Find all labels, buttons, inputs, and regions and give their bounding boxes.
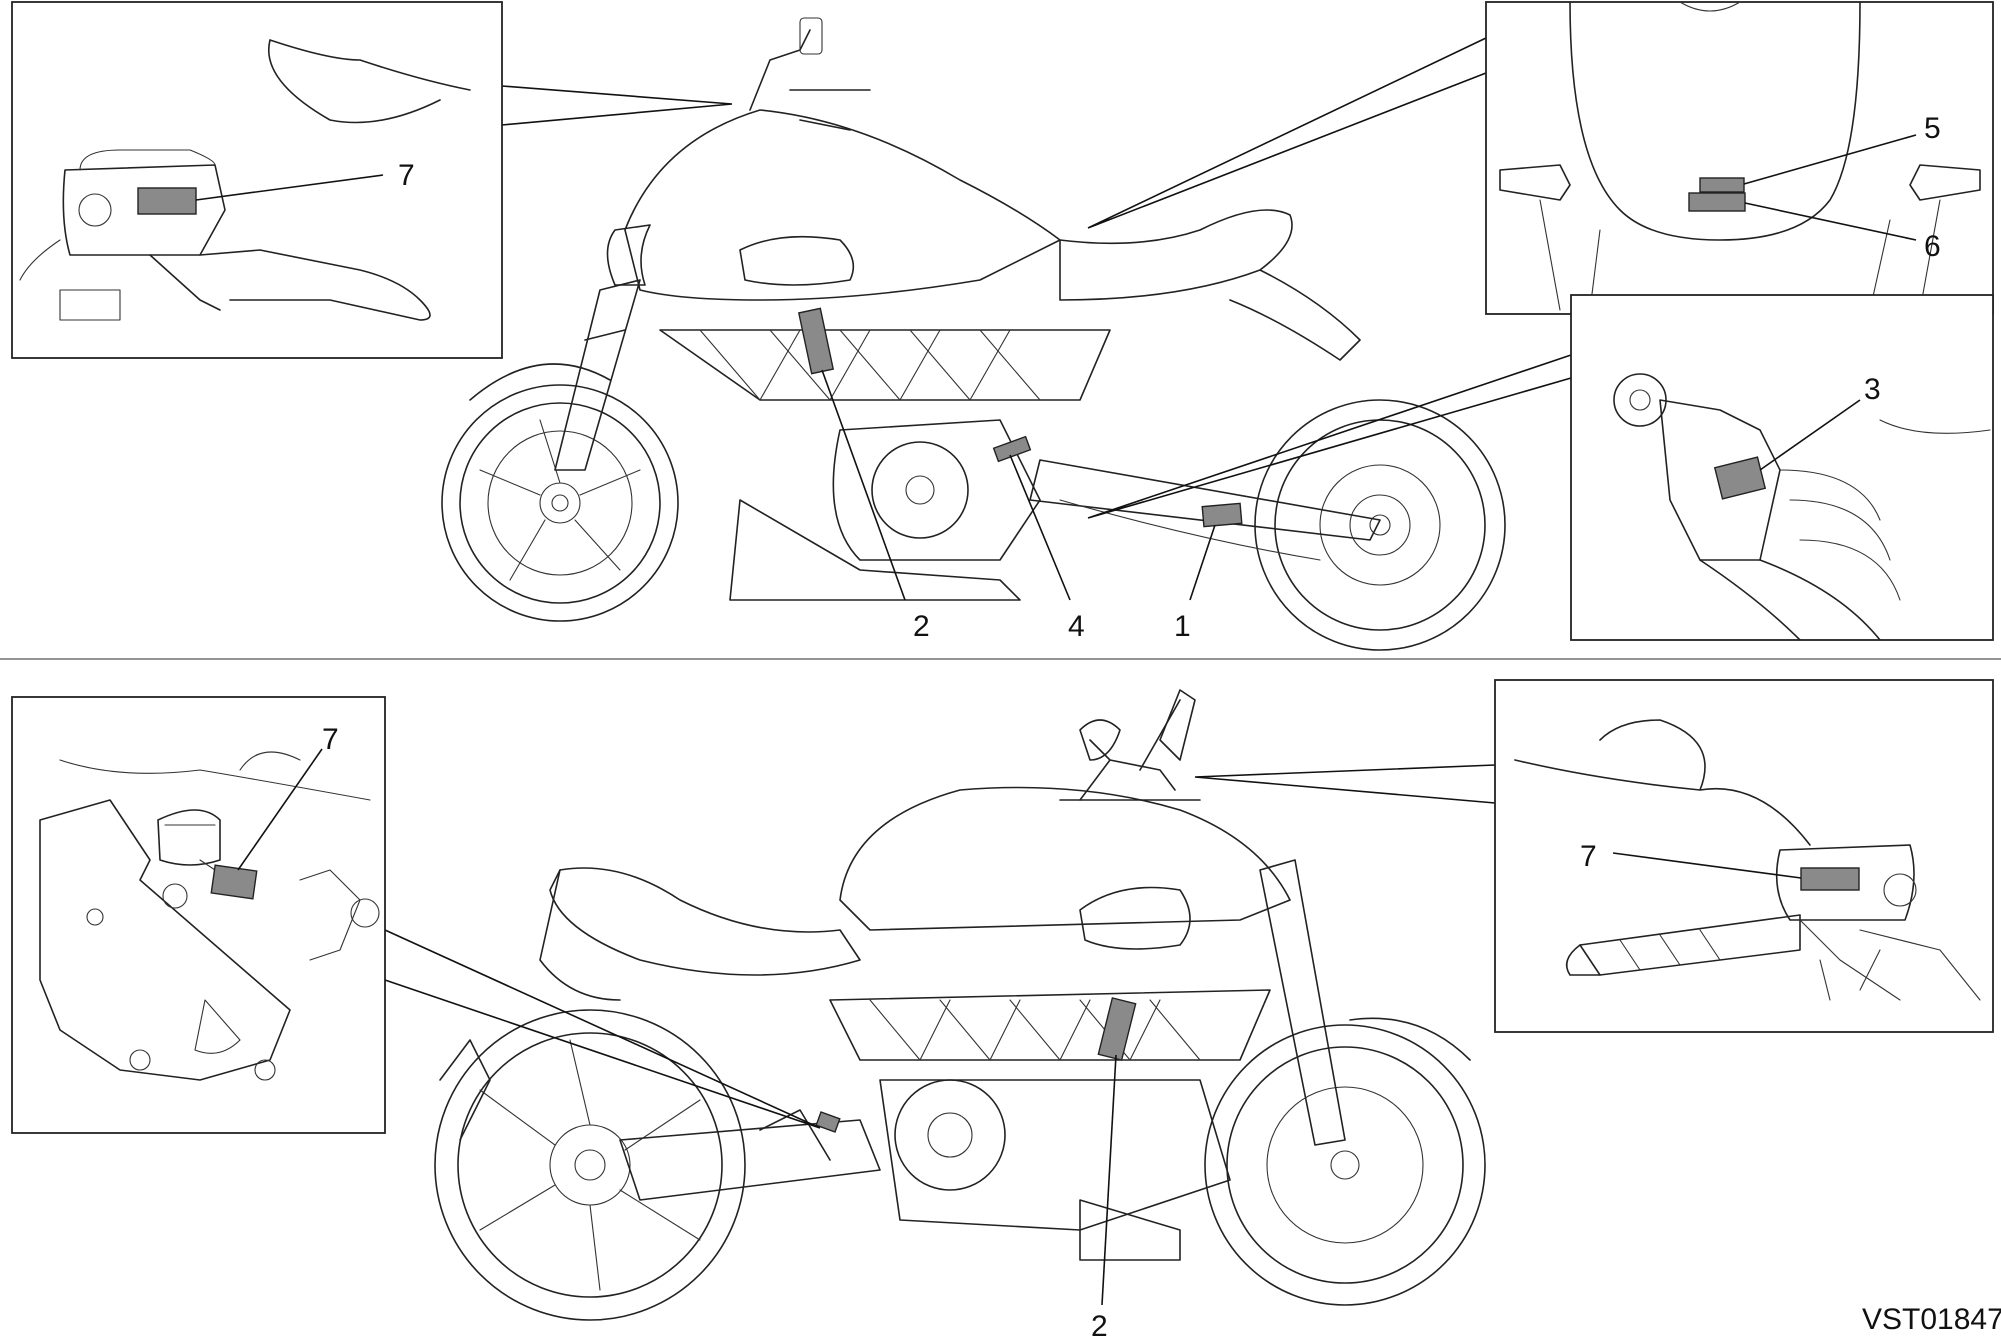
connector-top-right-lower bbox=[1087, 354, 1572, 519]
callout-5: 5 bbox=[1924, 112, 1941, 145]
callout-7-bottom-left-inset: 7 bbox=[322, 723, 339, 756]
label-1-position bbox=[1201, 502, 1243, 528]
label-7-position-bottom-right bbox=[1800, 867, 1860, 891]
callout-2-top: 2 bbox=[913, 610, 930, 643]
label-4-position bbox=[992, 435, 1032, 463]
callout-4-top: 4 bbox=[1068, 610, 1085, 643]
drawing-code: VST01847 bbox=[1862, 1303, 2001, 1336]
connector-bottom-left bbox=[384, 929, 821, 1129]
motorcycle-right-side-view bbox=[434, 689, 1486, 1321]
inset-top-right-steering-head bbox=[1485, 1, 1994, 315]
label-7-position-bottom-left bbox=[210, 864, 258, 900]
connector-bottom-right bbox=[1194, 764, 1496, 804]
label-7-position bbox=[137, 187, 197, 215]
callout-1-top: 1 bbox=[1174, 610, 1191, 643]
callout-2-bottom: 2 bbox=[1091, 1310, 1108, 1338]
motorcycle-left-side-view bbox=[441, 17, 1506, 651]
label-7-position-rear-brake bbox=[815, 1111, 841, 1133]
label-2-position bbox=[797, 307, 835, 375]
callout-7-top-left-inset: 7 bbox=[398, 159, 415, 192]
label-6-position bbox=[1688, 192, 1746, 212]
inset-top-left-front-brake-reservoir bbox=[11, 1, 503, 359]
connector-top-left bbox=[501, 85, 733, 126]
inset-bottom-right-front-brake-reservoir bbox=[1494, 679, 1994, 1033]
label-3-position bbox=[1713, 456, 1767, 500]
callout-3: 3 bbox=[1864, 373, 1881, 406]
label-5-position bbox=[1699, 177, 1745, 193]
label-2-position-right bbox=[1097, 997, 1137, 1061]
callout-6: 6 bbox=[1924, 230, 1941, 263]
connector-top-right-upper bbox=[1087, 37, 1487, 229]
inset-bottom-left-rear-brake-reservoir bbox=[11, 696, 386, 1134]
inset-right-rear-shock-absorber bbox=[1570, 294, 1994, 641]
callout-7-bottom-right-inset: 7 bbox=[1580, 840, 1597, 873]
